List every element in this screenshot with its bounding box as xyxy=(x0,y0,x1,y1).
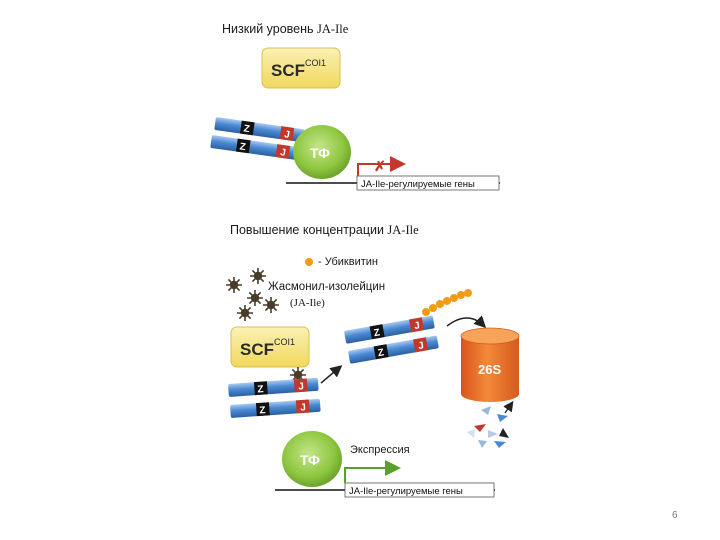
j-label: J xyxy=(417,340,424,352)
j-label: J xyxy=(279,147,286,159)
gene-promoter-bottom: JA-Ile-регулируемые гены xyxy=(275,460,495,498)
legend-ubiquitin: - Убиквитин xyxy=(318,256,378,268)
j-label: J xyxy=(413,320,420,332)
scf-complex-bottom: SCF COI1 xyxy=(230,326,310,384)
jaz-dimer-bottom-bound: Z J Z J xyxy=(228,377,321,418)
ubiquitin-legend-icon xyxy=(305,258,313,266)
title-high-ja-ile: Повышение концентрации JA-Ile xyxy=(230,223,419,237)
coi1-label-top: COI1 xyxy=(305,58,326,68)
z-label: Z xyxy=(377,347,385,359)
j-label: J xyxy=(298,381,304,392)
block-x-icon: ✗ xyxy=(374,158,386,174)
gene-label-top: JA-Ile-регулируемые гены xyxy=(361,179,475,190)
j-label: J xyxy=(300,402,306,413)
coi1-label-bottom: COI1 xyxy=(274,337,295,347)
gene-promoter-top: JA-Ile-регулируемые гены ✗ xyxy=(286,156,500,191)
z-label: Z xyxy=(257,384,264,395)
degraded-fragments xyxy=(467,406,509,448)
z-label: Z xyxy=(239,142,247,154)
expression-arrow xyxy=(344,460,401,483)
tf-bottom: ТФ xyxy=(282,431,342,487)
release-arrow xyxy=(320,365,343,384)
title-low-ja-ile: Низкий уровень JA-Ile xyxy=(222,22,349,36)
scf-complex-top: SCF COI1 xyxy=(261,47,341,89)
j-label: J xyxy=(283,129,290,141)
proteasome-26s: 26S xyxy=(460,327,520,402)
z-label: Z xyxy=(259,405,266,416)
expression-label: Экспрессия xyxy=(350,444,410,456)
jaz-dimer-ubiquitinated: Z J Z J xyxy=(344,315,439,364)
gene-label-bottom: JA-Ile-регулируемые гены xyxy=(349,486,463,497)
proteasome-label: 26S xyxy=(478,362,501,377)
legend-jasmonoyl-isoleucine: Жасмонил-изолейцин xyxy=(268,281,386,293)
degradation-arrow xyxy=(446,315,487,329)
scf-label-bottom: SCF xyxy=(240,340,274,359)
ubiquitin-chain xyxy=(422,289,472,316)
legend-ja-ile-abbrev: (JA-Ile) xyxy=(290,297,325,309)
z-label: Z xyxy=(373,327,381,339)
slide-number: 6 xyxy=(672,510,678,521)
scf-label-top: SCF xyxy=(271,61,305,80)
blocked-transcription-arrow xyxy=(357,156,406,176)
jaz-dimer-top: Z J Z J xyxy=(210,117,306,161)
z-label: Z xyxy=(243,124,251,136)
tf-label-bottom: ТФ xyxy=(300,452,320,468)
fragment-arrow xyxy=(503,400,514,414)
tf-label-top: ТФ xyxy=(310,145,330,161)
ja-ile-ligands xyxy=(225,267,280,322)
tf-top: ТФ xyxy=(293,125,351,179)
